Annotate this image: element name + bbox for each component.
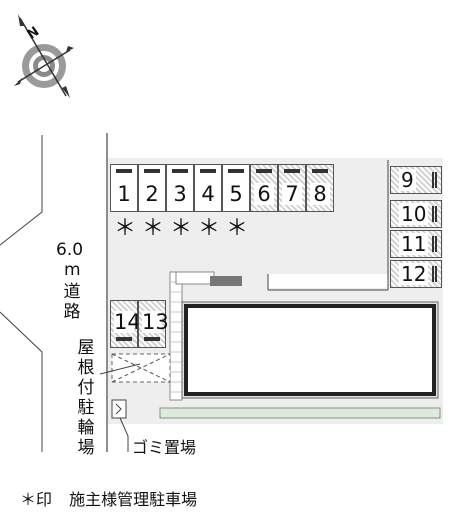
managed-space-mark: ＊	[170, 216, 193, 241]
parking-space: 11	[390, 230, 442, 258]
garbage-label: ゴミ置場	[132, 438, 197, 457]
parking-space: 3	[166, 164, 194, 212]
parking-space: 4	[194, 164, 222, 212]
legend-text: 施主様管理駐車場	[69, 490, 198, 509]
managed-space-mark: ＊	[142, 216, 165, 241]
road-unit: m	[64, 260, 81, 280]
parking-space: 12	[390, 260, 442, 288]
compass: N	[8, 8, 80, 98]
parking-space: 7	[278, 164, 306, 212]
road-width: 6.0	[56, 240, 84, 260]
compass-rose-icon	[14, 14, 74, 98]
parking-space: 2	[138, 164, 166, 212]
managed-space-mark: ＊	[198, 216, 221, 241]
road-label: 道路	[63, 282, 81, 322]
bicycle-parking-label: 屋根付駐輪場	[77, 338, 95, 458]
parking-space: 1	[110, 164, 138, 212]
parking-space: 13	[138, 300, 169, 348]
legend-mark: ＊印	[20, 490, 53, 509]
managed-space-mark: ＊	[226, 216, 249, 241]
parking-space: 5	[222, 164, 250, 212]
parking-space: 6	[250, 164, 278, 212]
parking-space: 9	[390, 166, 442, 194]
managed-space-mark: ＊	[114, 216, 137, 241]
legend: ＊印 施主様管理駐車場	[20, 486, 197, 510]
parking-space: 10	[390, 200, 442, 228]
parking-space: 8	[306, 164, 334, 212]
parking-space: 14	[110, 300, 141, 348]
